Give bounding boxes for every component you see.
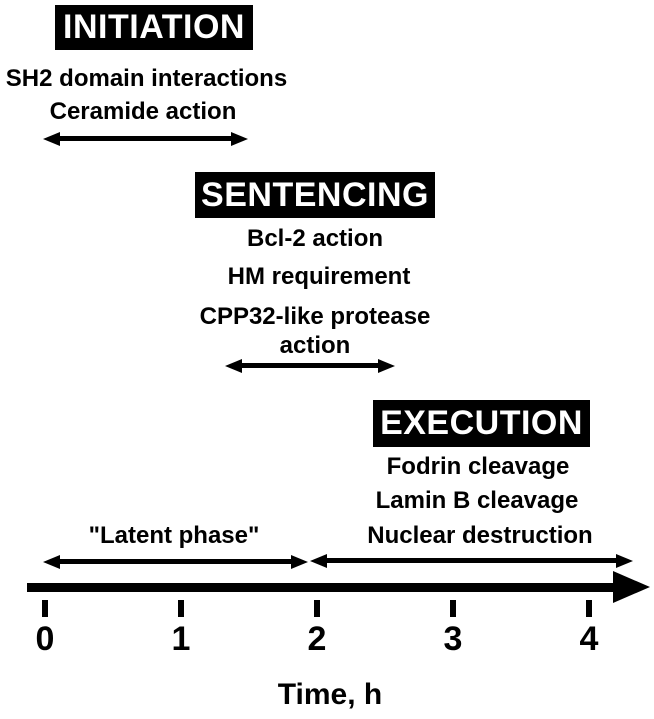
initiation-item-ceramide: Ceramide action [49,98,237,125]
sentencing-phase-title-text: SENTENCING [201,175,429,214]
tick-label-0: 0 [35,620,55,658]
tick-label-2: 2 [307,620,327,658]
arrow-shaft [238,363,382,368]
arrow-left-head-icon [225,359,242,373]
execution-item-lamin: Lamin B cleavage [375,487,579,514]
initiation-item-sh2: SH2 domain interactions [5,65,288,92]
time-axis-arrowhead-icon [613,571,650,603]
time-axis-title: Time, h [277,678,383,711]
arrow-shaft [56,559,295,564]
arrow-right-head-icon [231,132,248,146]
initiation-phase-title-text: INITIATION [63,8,245,46]
arrow-right-head-icon [616,554,633,568]
arrow-left-head-icon [310,554,327,568]
arrow-shaft [56,136,235,141]
tick-label-4: 4 [579,620,599,658]
tick-mark-4 [586,600,592,617]
arrow-shaft [323,558,620,563]
arrow-right-head-icon [291,555,308,569]
arrow-left-head-icon [43,132,60,146]
sentencing-item-cpp32: CPP32-like protease action [199,303,431,359]
time-axis-line [27,583,615,592]
execution-phase-title: EXECUTION [373,400,590,447]
sentencing-phase-title: SENTENCING [195,172,435,218]
tick-label-3: 3 [443,620,463,658]
latent-phase-label: "Latent phase" [88,522,260,549]
execution-phase-title-text: EXECUTION [380,404,583,442]
tick-mark-1 [178,600,184,617]
tick-mark-2 [314,600,320,617]
sentencing-item-bcl2: Bcl-2 action [246,225,384,252]
sentencing-span-arrow [225,359,395,373]
tick-mark-0 [42,600,48,617]
execution-item-fodrin: Fodrin cleavage [386,453,570,480]
initiation-phase-title: INITIATION [55,5,253,50]
tick-mark-3 [450,600,456,617]
arrow-left-head-icon [43,555,60,569]
execution-item-nuclear-destruction: Nuclear destruction [367,522,593,549]
latent-phase-span-arrow [43,555,308,569]
arrow-right-head-icon [378,359,395,373]
sentencing-item-hm: HM requirement [227,263,411,290]
initiation-span-arrow [43,132,248,146]
tick-label-1: 1 [171,620,191,658]
nuclear-destruction-span-arrow [310,554,633,568]
